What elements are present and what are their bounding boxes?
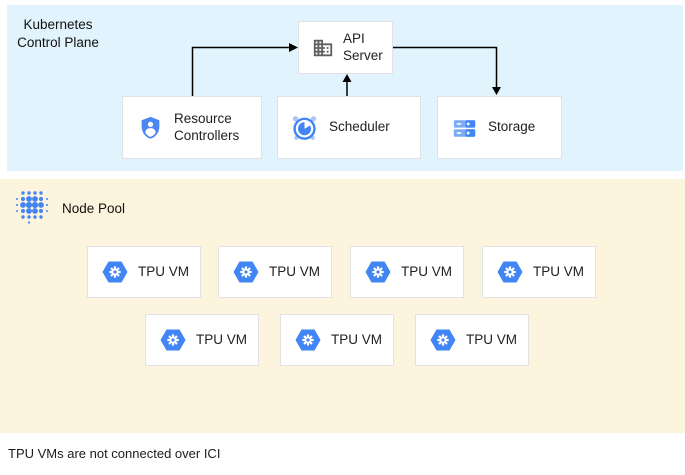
tpu-vm-box-4: TPU VM <box>482 246 596 298</box>
tpu-hexagon-icon <box>365 261 391 283</box>
scheduler-label: Scheduler <box>329 119 390 135</box>
tpu-vm-box-5: TPU VM <box>145 314 259 366</box>
scheduler-box: Scheduler <box>277 96 421 159</box>
tpu-hexagon-icon <box>430 329 456 351</box>
tpu-vm-label: TPU VM <box>331 331 383 347</box>
node-pool-dots-icon <box>16 191 48 224</box>
node-pool-title: Node Pool <box>62 201 126 216</box>
tpu-hexagon-icon <box>497 261 523 283</box>
diagram-caption: TPU VMs are not connected over ICI <box>8 446 221 461</box>
tpu-vm-label: TPU VM <box>138 263 190 279</box>
tpu-vm-label: TPU VM <box>196 331 248 347</box>
tpu-vm-label: TPU VM <box>401 263 453 279</box>
alarm-clock-icon <box>290 113 319 142</box>
storage-box: Storage <box>437 96 562 159</box>
tpu-vm-box-3: TPU VM <box>350 246 464 298</box>
building-icon <box>312 37 334 59</box>
control-plane-title: Kubernetes Control Plane <box>17 17 99 51</box>
tpu-hexagon-icon <box>295 329 321 351</box>
resource-controllers-box: Resource Controllers <box>122 96 262 159</box>
tpu-vm-label: TPU VM <box>269 263 321 279</box>
tpu-vm-box-1: TPU VM <box>87 246 201 298</box>
tpu-vm-label: TPU VM <box>466 331 518 347</box>
tpu-vm-box-2: TPU VM <box>218 246 332 298</box>
resource-controllers-label: Resource Controllers <box>174 110 240 143</box>
tpu-vm-label: TPU VM <box>533 263 585 279</box>
tpu-hexagon-icon <box>160 329 186 351</box>
storage-label: Storage <box>488 119 536 135</box>
api-server-box: API Server <box>298 21 393 74</box>
tpu-vm-box-7: TPU VM <box>415 314 529 366</box>
tpu-vm-box-6: TPU VM <box>280 314 394 366</box>
node-pool-panel <box>0 179 685 433</box>
shield-user-icon <box>138 115 163 140</box>
api-server-label: API Server <box>343 30 383 63</box>
tpu-hexagon-icon <box>102 261 128 283</box>
tpu-hexagon-icon <box>233 261 259 283</box>
server-stack-icon <box>451 114 478 141</box>
